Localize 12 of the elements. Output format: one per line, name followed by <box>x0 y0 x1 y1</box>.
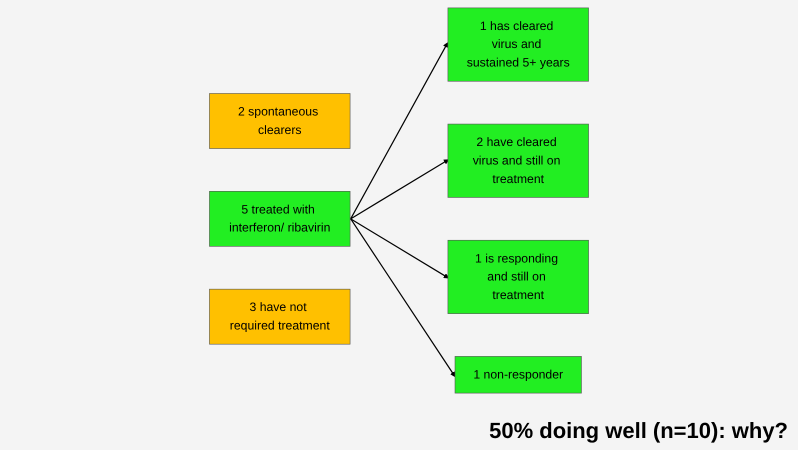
summary-note: 50% doing well (n=10): why? <box>489 418 788 444</box>
node-box: 1 is responding and still on treatment <box>448 239 589 314</box>
arrow <box>350 218 456 377</box>
node-box: 3 have not required treatment <box>209 288 350 344</box>
node-box: 5 treated with interferon/ ribavirin <box>209 190 350 246</box>
arrow <box>350 42 448 219</box>
node-box: 1 has cleared virus and sustained 5+ years <box>448 7 589 82</box>
arrow <box>350 158 450 219</box>
node-box: 1 non-responder <box>454 356 582 393</box>
node-box: 2 have cleared virus and still on treatment <box>448 123 589 198</box>
node-box: 2 spontaneous clearers <box>209 92 350 148</box>
arrow <box>350 218 450 278</box>
